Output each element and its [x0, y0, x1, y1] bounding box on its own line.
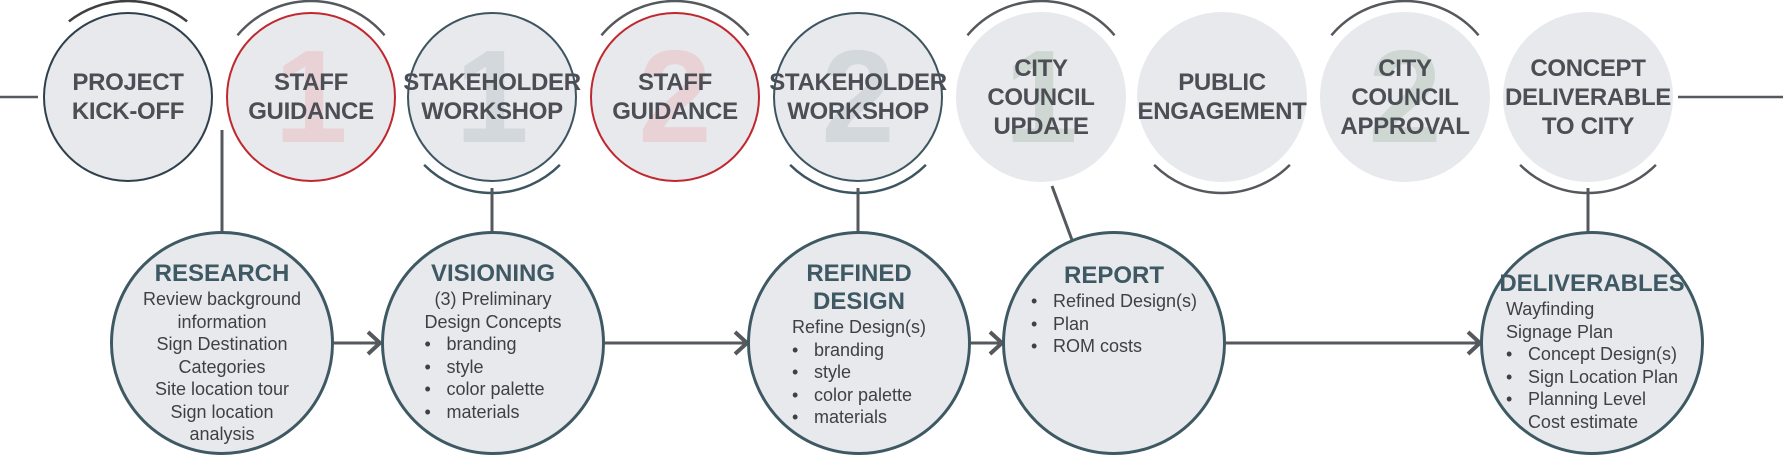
- work-line: Review background: [142, 289, 302, 309]
- connector-council1-report: [1050, 185, 1074, 241]
- stage-label: CITY COUNCIL APPROVAL: [1340, 54, 1470, 140]
- work-line: Signage Plan: [1505, 321, 1614, 342]
- work-bullet: Plan: [1031, 313, 1089, 336]
- work-line: (3) Preliminary: [434, 289, 552, 309]
- work-title: VISIONING: [430, 260, 556, 287]
- stage-label: STAKEHOLDER WORKSHOP: [769, 69, 947, 125]
- stage-label: PROJECT KICK-OFF: [71, 69, 185, 125]
- work-bullet: materials: [424, 401, 519, 424]
- work-body: Refined Design(s)PlanROM costs: [1031, 290, 1197, 358]
- stage-ring-arc: [1153, 163, 1291, 195]
- work-body: Refine Design(s)brandingstylecolor palet…: [792, 316, 926, 429]
- stage-label: PUBLIC ENGAGEMENT: [1137, 69, 1307, 125]
- work-bullet: ROM costs: [1031, 335, 1142, 358]
- stage-ring-arc: [600, 0, 750, 37]
- work-line: Site location tour: [154, 379, 290, 399]
- stage-label: CONCEPT DELIVERABLE TO CITY: [1504, 54, 1672, 140]
- work-bullet: Concept Design(s): [1506, 343, 1677, 366]
- work-line: Design Concepts: [424, 311, 562, 332]
- work-bullet: style: [792, 361, 851, 384]
- work-bullet: color palette: [424, 378, 544, 401]
- stage-number: 2: [638, 23, 712, 170]
- work-line: information: [177, 311, 267, 332]
- work-title: DELIVERABLES: [1499, 270, 1685, 297]
- work-report: REPORTRefined Design(s)PlanROM costs: [1002, 231, 1226, 455]
- work-line: Refine Design(s): [791, 317, 927, 337]
- stage-public: PUBLIC ENGAGEMENT: [1137, 12, 1307, 182]
- stage-number: 2: [821, 23, 895, 170]
- stage-deliver: CONCEPT DELIVERABLE TO CITY: [1503, 12, 1673, 182]
- stage-label: STAFF GUIDANCE: [248, 69, 374, 125]
- work-line: Sign location: [170, 401, 274, 422]
- stage-number: 1: [455, 23, 529, 170]
- work-bullet: style: [424, 356, 483, 379]
- stage-label: CITY COUNCIL UPDATE: [987, 54, 1095, 140]
- work-bullet: Refined Design(s): [1031, 290, 1197, 313]
- stage-ring-arc: [236, 0, 386, 37]
- work-line: analysis: [189, 424, 255, 444]
- work-line: Wayfinding: [1505, 299, 1595, 319]
- stage-label: STAKEHOLDER WORKSHOP: [403, 69, 581, 125]
- stage-number: 2: [1368, 23, 1442, 170]
- work-bullet: color palette: [792, 384, 912, 407]
- stage-number: 1: [274, 23, 348, 170]
- work-line: Categories: [178, 356, 266, 377]
- stage-ring-arc: [1330, 0, 1480, 37]
- stage-number: 1: [1004, 23, 1078, 170]
- work-bullet: branding: [792, 339, 884, 362]
- flow-arrow-0: [366, 330, 383, 356]
- work-bullet: materials: [792, 406, 887, 429]
- work-bullet: branding: [424, 333, 516, 356]
- stage-label: STAFF GUIDANCE: [612, 69, 738, 125]
- stage-ring-arc: [68, 0, 188, 23]
- stage-kickoff: PROJECT KICK-OFF: [43, 12, 213, 182]
- work-line: Cost estimate: [1527, 411, 1638, 432]
- work-title: REPORT: [1063, 262, 1164, 289]
- work-bullet: Planning Level: [1506, 388, 1646, 411]
- work-title: RESEARCH: [154, 260, 290, 287]
- work-bullet: Sign Location Plan: [1506, 366, 1678, 389]
- work-line: Sign Destination: [156, 334, 288, 354]
- work-title: REFINED DESIGN: [806, 260, 912, 315]
- stage-ring-arc: [966, 0, 1116, 37]
